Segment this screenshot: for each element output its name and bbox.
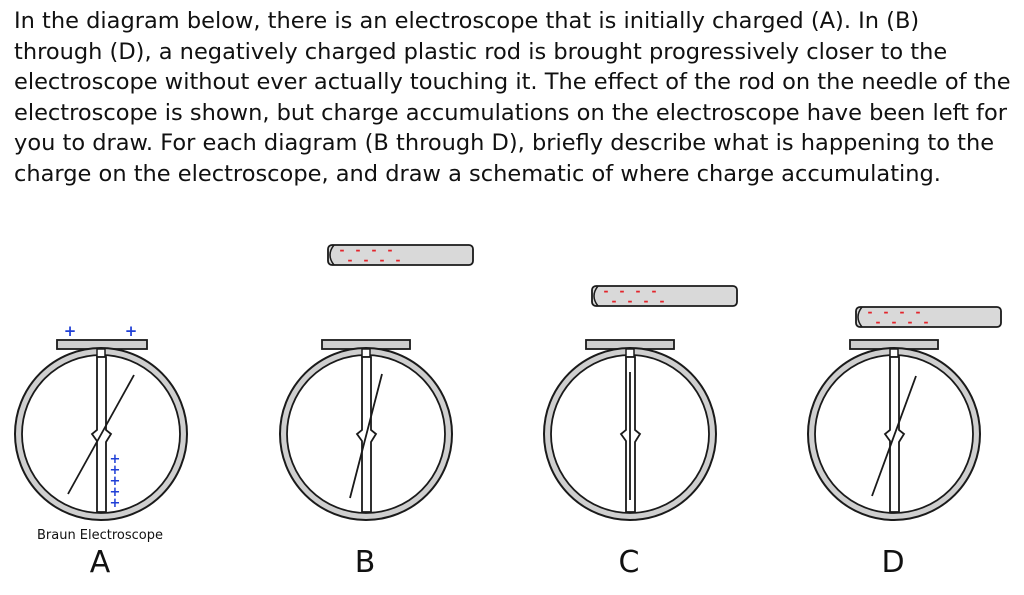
plus-sign: +: [110, 463, 121, 478]
minus-sign: -: [396, 253, 401, 267]
panel-label-d: D: [881, 545, 904, 580]
electroscope-a: + + + + + + + Braun Electroscope A: [14, 322, 188, 580]
minus-sign: -: [628, 294, 633, 308]
needle: [67, 374, 135, 495]
panel-label-b: B: [355, 545, 376, 580]
minus-sign: -: [388, 243, 393, 257]
minus-sign: -: [876, 315, 881, 329]
minus-sign: -: [348, 253, 353, 267]
charged-rod: - - - - - - - -: [591, 284, 738, 308]
minus-sign: -: [892, 315, 897, 329]
minus-sign: -: [652, 284, 657, 298]
needle: [349, 373, 383, 499]
stem-neck: [625, 348, 635, 358]
panel-label-a: A: [90, 545, 111, 580]
plus-sign: +: [64, 322, 77, 340]
stem-neck: [889, 348, 899, 358]
electroscope-d: - - - - - - - - D: [807, 305, 1002, 580]
question-text: In the diagram below, there is an electr…: [14, 8, 1011, 187]
electroscope-caption: Braun Electroscope: [37, 528, 163, 543]
stem-neck: [361, 348, 371, 358]
minus-sign: -: [908, 315, 913, 329]
panel-label-c: C: [619, 545, 640, 580]
plus-sign: +: [125, 322, 138, 340]
minus-sign: -: [636, 284, 641, 298]
minus-sign: -: [364, 253, 369, 267]
minus-sign: -: [916, 305, 921, 319]
minus-sign: -: [356, 243, 361, 257]
plus-sign: +: [110, 452, 121, 467]
minus-sign: -: [660, 294, 665, 308]
minus-sign: -: [604, 284, 609, 298]
electroscope-b: - - - - - - - - B: [279, 243, 474, 580]
charged-rod: - - - - - - - -: [327, 243, 474, 267]
stem-neck: [96, 348, 106, 358]
minus-sign: -: [372, 243, 377, 257]
minus-sign: -: [620, 284, 625, 298]
minus-sign: -: [924, 315, 929, 329]
minus-sign: -: [340, 243, 345, 257]
minus-sign: -: [380, 253, 385, 267]
minus-sign: -: [644, 294, 649, 308]
plus-sign: +: [110, 474, 121, 489]
minus-sign: -: [612, 294, 617, 308]
minus-sign: -: [868, 305, 873, 319]
charged-rod: - - - - - - - -: [855, 305, 1002, 329]
minus-sign: -: [884, 305, 889, 319]
minus-sign: -: [900, 305, 905, 319]
needle: [871, 375, 917, 497]
electroscope-c: - - - - - - - - C: [543, 284, 738, 580]
plus-sign: +: [110, 485, 121, 500]
plus-sign: +: [110, 496, 121, 511]
